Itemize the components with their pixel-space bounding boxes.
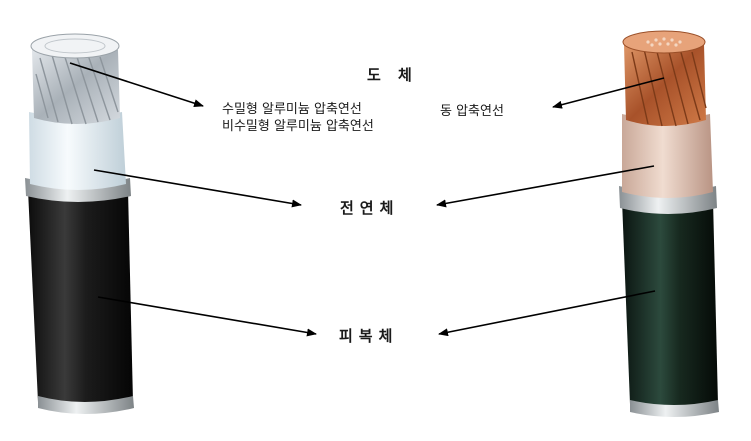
left-conductor-face	[30, 33, 120, 59]
right-jacket	[622, 200, 718, 409]
aluminum-noncompressed-label: 비수밀형 알루미늄 압축연선	[222, 119, 374, 134]
arrow-left-conductor	[69, 62, 204, 108]
left-bottom-band	[38, 396, 134, 414]
arrow-right-jacket	[438, 290, 656, 337]
pointer-arrows	[69, 62, 665, 337]
right-conductor-face	[622, 30, 706, 54]
arrow-right-insulation	[436, 165, 655, 208]
aluminum-cable	[25, 33, 134, 414]
arrow-right-conductor	[552, 77, 665, 109]
copper-compressed-label: 동 압축연선	[440, 104, 504, 119]
conductor-heading: 도 체	[367, 66, 418, 84]
right-face-holes	[646, 37, 682, 47]
jacket-heading: 피복체	[339, 327, 399, 345]
aluminum-compressed-label: 수밀형 알루미늄 압축연선	[222, 102, 362, 117]
arrow-left-jacket	[97, 296, 317, 337]
left-jacket	[28, 190, 133, 408]
right-insulation	[622, 114, 713, 198]
copper-cable	[619, 30, 719, 417]
arrow-left-insulation	[93, 169, 302, 208]
right-bottom-band	[630, 400, 719, 417]
left-conductor	[32, 45, 120, 124]
right-conductor-strands	[631, 47, 707, 127]
left-face-ring	[44, 38, 106, 54]
insulation-heading: 전연체	[340, 199, 400, 217]
